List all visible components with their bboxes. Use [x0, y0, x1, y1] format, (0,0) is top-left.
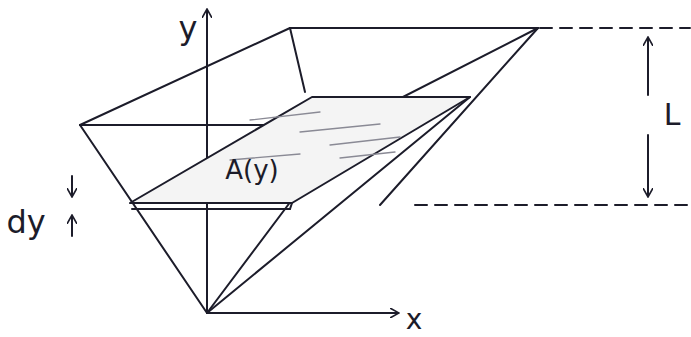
axis-label: x	[406, 306, 423, 334]
x-axis	[207, 312, 398, 314]
dimension-arrow	[71, 176, 73, 196]
dimension-label: L	[664, 100, 681, 130]
area-label: A(y)	[225, 157, 278, 183]
dimension-arrow	[71, 216, 73, 236]
reference-line	[540, 27, 690, 29]
reference-line	[415, 204, 690, 206]
dimension-label: dy	[6, 206, 45, 238]
axis-label: y	[179, 12, 198, 44]
dimension-arrow	[647, 38, 649, 95]
dimension-arrow	[647, 135, 649, 196]
cross-section	[130, 97, 470, 209]
solid-outline	[80, 28, 538, 313]
